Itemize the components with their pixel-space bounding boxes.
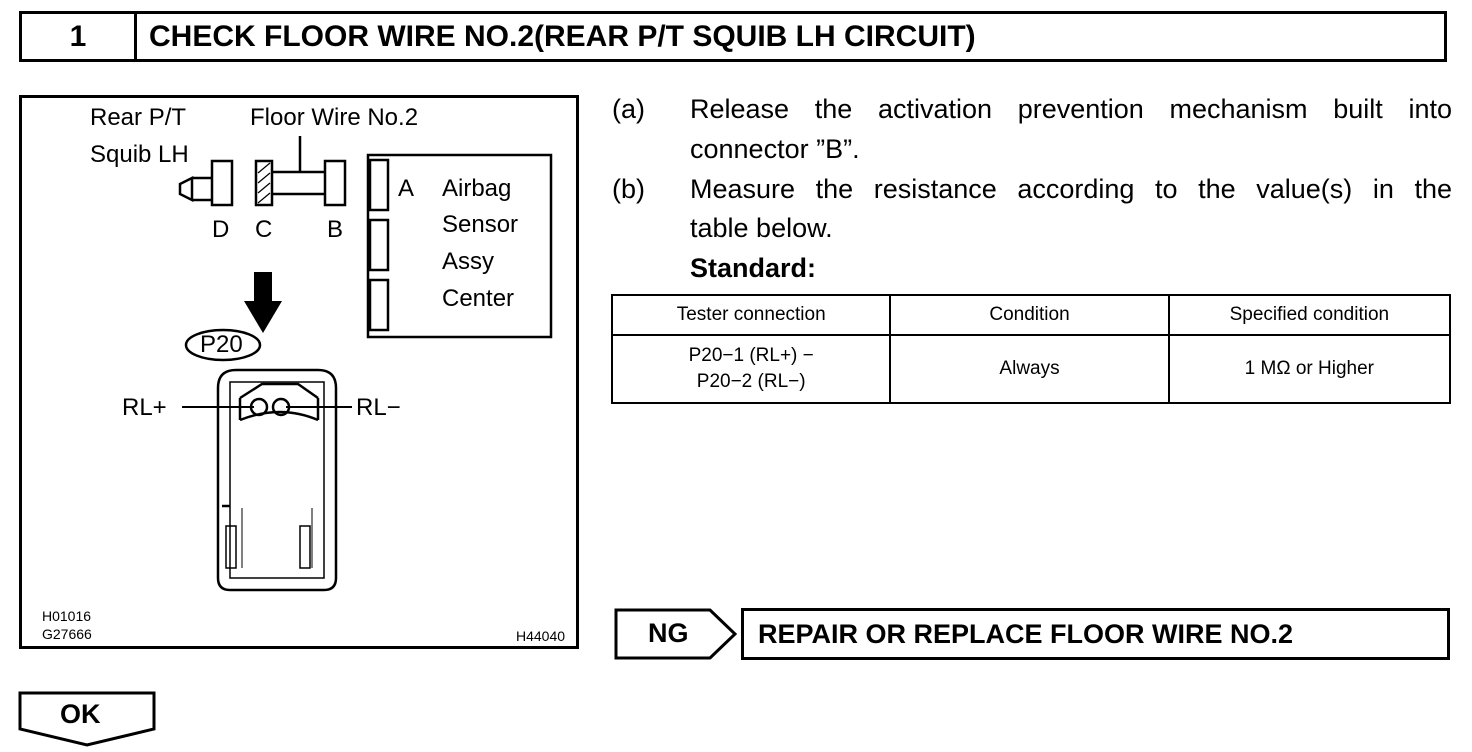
connector-b-label: B (327, 216, 344, 243)
step-a-letter: (a) (612, 94, 645, 124)
figure-code-2: G27666 (42, 626, 92, 642)
ok-label: OK (60, 699, 101, 729)
figure-code-3: H44040 (516, 628, 566, 644)
table-header-row: Tester connection Condition Specified co… (610, 294, 1452, 336)
p20-oval (184, 328, 262, 362)
down-arrow-icon (244, 272, 282, 333)
ng-label: NG (648, 618, 689, 648)
ok-arrow-shape (18, 691, 156, 747)
rl-plus-label: RL+ (122, 394, 167, 421)
connector-a-label: A (398, 175, 415, 202)
ng-arrow-shape (614, 608, 738, 660)
connector-d-shape (210, 159, 234, 207)
p20-connector-shape (216, 368, 338, 592)
figure-code-1: H01016 (42, 608, 92, 624)
sensor-label-2: Sensor (442, 211, 519, 238)
p20-label: P20 (200, 331, 243, 358)
tester-connection-cell: P20−1 (RL+) − P20−2 (RL−) (610, 334, 892, 404)
connector-c-shape (254, 159, 274, 207)
table-header: Specified condition (1167, 294, 1452, 336)
step-a-line2: connector ”B”. (690, 134, 860, 164)
step-header: 1 CHECK FLOOR WIRE NO.2(REAR P/T SQUIB L… (19, 11, 1447, 62)
connection-line-1: P20−1 (RL+) − (688, 345, 814, 366)
table-header: Condition (889, 294, 1170, 336)
table-row: P20−1 (RL+) − P20−2 (RL−) Always 1 MΩ or… (610, 334, 1452, 404)
rl-minus-label: RL− (356, 394, 401, 421)
specified-condition-cell: 1 MΩ or Higher (1167, 334, 1452, 404)
step-b-line2: table below. (690, 213, 833, 243)
connector-b-shape (323, 159, 347, 207)
step-b-line1: Measure the resistance according to the … (690, 174, 1452, 204)
squib-plug-shape (178, 175, 194, 203)
spec-table: Tester connection Condition Specified co… (610, 294, 1452, 404)
step-b-letter: (b) (612, 174, 645, 204)
connector-d-label: D (212, 216, 230, 243)
squib-label-2: Squib LH (90, 141, 189, 168)
step-a-line1: Release the activation prevention mechan… (690, 94, 1452, 124)
ok-badge: OK (18, 691, 156, 747)
standard-label: Standard: (690, 253, 817, 283)
floor-wire-label: Floor Wire No.2 (250, 104, 419, 131)
ng-action-box: REPAIR OR REPLACE FLOOR WIRE NO.2 (741, 608, 1450, 660)
step-title: CHECK FLOOR WIRE NO.2(REAR P/T SQUIB LH … (149, 19, 976, 53)
sensor-label-1: Airbag (442, 175, 512, 202)
connector-figure: Rear P/T Squib LH Floor Wire No.2 D C B … (19, 95, 579, 649)
sensor-box-shape (366, 153, 553, 339)
wiring-diagram (178, 136, 553, 592)
connection-line-2: P20−2 (RL−) (696, 371, 806, 392)
squib-label-1: Rear P/T (90, 104, 187, 131)
step-number: 1 (22, 14, 137, 59)
sensor-label-3: Assy (442, 248, 495, 275)
sensor-label-4: Center (442, 285, 515, 312)
connector-c-label: C (255, 216, 273, 243)
ng-badge: NG (614, 608, 738, 660)
table-header: Tester connection (610, 294, 892, 336)
condition-cell: Always (889, 334, 1170, 404)
